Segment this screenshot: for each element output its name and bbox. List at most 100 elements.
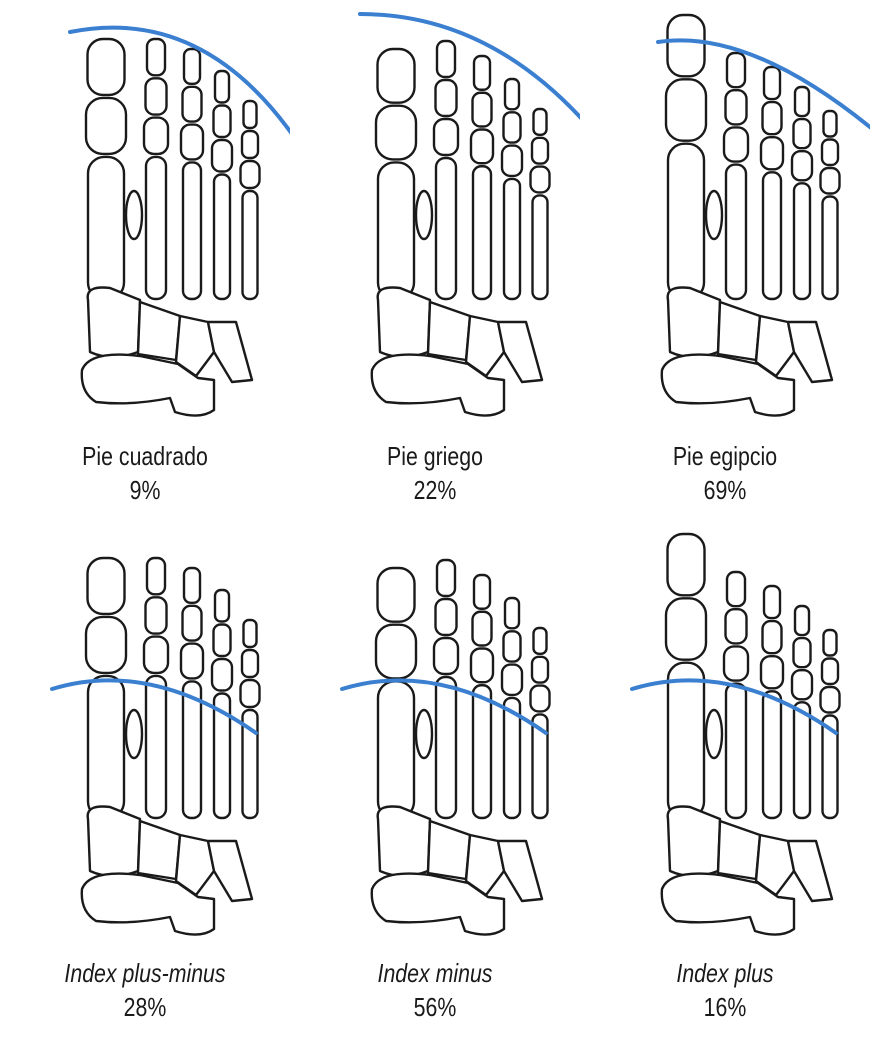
foot-bones — [52, 558, 260, 935]
phalanx-bone — [242, 650, 258, 677]
cuneiform-bone — [138, 821, 180, 879]
foot-skeleton-illustration — [0, 0, 290, 440]
phalanx-bone — [532, 657, 548, 683]
phalanx-bone — [726, 90, 747, 124]
metatarsal-bone — [378, 162, 414, 299]
sesamoid-bone — [706, 710, 722, 758]
foot-bones — [658, 15, 870, 416]
phalanx-bone — [215, 590, 229, 622]
phalanx-bone — [436, 80, 457, 116]
phalanx-bone — [727, 572, 745, 606]
phalanx-bone — [147, 39, 165, 75]
phalanx-bone — [86, 617, 126, 673]
phalanx-bone — [146, 78, 167, 114]
phalanx-bone — [763, 621, 782, 653]
foot-type-percentage: 9% — [26, 474, 264, 506]
phalanx-bone — [184, 568, 200, 603]
phalanx-bone — [505, 79, 519, 109]
phalanx-bone — [434, 119, 458, 155]
metatarsal-bone — [726, 684, 746, 818]
phalanx-bone — [436, 599, 457, 635]
phalanx-bone — [244, 101, 257, 128]
foot-type-percentage: 69% — [606, 474, 844, 506]
cuboid-bone — [788, 322, 832, 382]
metatarsal-bone — [473, 685, 491, 818]
cuneiform-bone — [718, 302, 760, 360]
panel-index-plus: Index plus 16% — [580, 519, 870, 1038]
phalanx-bone — [666, 598, 706, 659]
phalanx-bone — [376, 625, 416, 679]
phalanx-bone — [764, 586, 780, 618]
phalanx-bone — [794, 119, 811, 148]
foot-type-percentage: 22% — [316, 474, 554, 506]
phalanx-bone — [502, 665, 522, 695]
cuneiform-bone — [718, 821, 760, 879]
phalanx-bone — [88, 39, 125, 95]
phalanx-bone — [795, 87, 809, 116]
phalanx-bone — [181, 125, 203, 160]
metatarsal-bone — [88, 676, 124, 818]
phalanx-bone — [668, 534, 705, 595]
phalanx-bone — [666, 79, 706, 140]
phalanx-bone — [761, 137, 783, 169]
metatarsal-bone — [146, 157, 166, 299]
cuneiform-bone — [428, 302, 470, 360]
metatarsal-bone — [794, 183, 810, 299]
phalanx-bone — [504, 631, 521, 661]
phalanx-bone — [437, 41, 455, 77]
panel-pie-egipcio: Pie egipcio 69% — [580, 0, 870, 519]
phalanx-bone — [144, 118, 168, 154]
metatarsal-bone — [183, 162, 201, 299]
metatarsal-bone — [823, 197, 838, 300]
panel-pie-cuadrado: Pie cuadrado 9% — [0, 0, 290, 519]
phalanx-bone — [532, 138, 548, 164]
phalanx-bone — [822, 659, 838, 685]
panel-index-plus-minus: Index plus-minus 28% — [0, 519, 290, 1038]
phalanx-bone — [242, 131, 258, 158]
foot-type-label: Pie egipcio — [606, 440, 844, 472]
metatarsal-bone — [763, 691, 781, 818]
phalanx-bone — [668, 15, 705, 76]
cuneiform-bone — [88, 288, 140, 358]
phalanx-bone — [822, 140, 838, 166]
foot-type-percentage: 16% — [606, 991, 844, 1023]
phalanx-bone — [212, 659, 232, 691]
cuneiform-bone — [378, 807, 430, 877]
sesamoid-bone — [416, 710, 432, 758]
phalanx-bone — [724, 127, 748, 161]
phalanx-bone — [727, 53, 745, 87]
phalanx-bone — [144, 637, 168, 673]
phalanx-bone — [184, 49, 200, 84]
sesamoid-bone — [416, 191, 432, 239]
phalanx-bone — [534, 109, 547, 135]
phalanx-bone — [504, 112, 521, 142]
foot-bones — [342, 560, 550, 935]
sesamoid-bone — [126, 191, 142, 239]
foot-bones — [70, 28, 290, 416]
foot-type-label: Pie cuadrado — [26, 440, 264, 472]
foot-type-percentage: 28% — [26, 991, 264, 1023]
phalanx-bone — [792, 151, 812, 180]
metatarsal-bone — [88, 157, 124, 299]
foot-skeleton-illustration — [580, 0, 870, 440]
foot-skeleton-illustration — [290, 519, 580, 959]
phalanx-bone — [502, 146, 522, 176]
metatarsal-bone — [668, 663, 704, 818]
phalanx-bone — [792, 670, 812, 699]
metatarsal-bone — [436, 677, 456, 818]
cuneiform-bone — [668, 288, 720, 358]
metatarsal-bone — [378, 681, 414, 818]
metatarsal-bone — [214, 175, 230, 300]
phalanx-bone — [214, 106, 231, 138]
phalanx-bone — [181, 644, 203, 679]
metatarsal-bone — [504, 179, 520, 299]
cuneiform-bone — [138, 302, 180, 360]
phalanx-bone — [183, 606, 202, 641]
foot-type-percentage: 56% — [316, 991, 554, 1023]
phalanx-bone — [531, 686, 550, 712]
metatarsal-bone — [794, 702, 810, 818]
panel-pie-griego: Pie griego 22% — [290, 0, 580, 519]
phalanx-bone — [215, 71, 229, 103]
cuboid-bone — [208, 841, 252, 901]
foot-type-label: Pie griego — [316, 440, 554, 472]
